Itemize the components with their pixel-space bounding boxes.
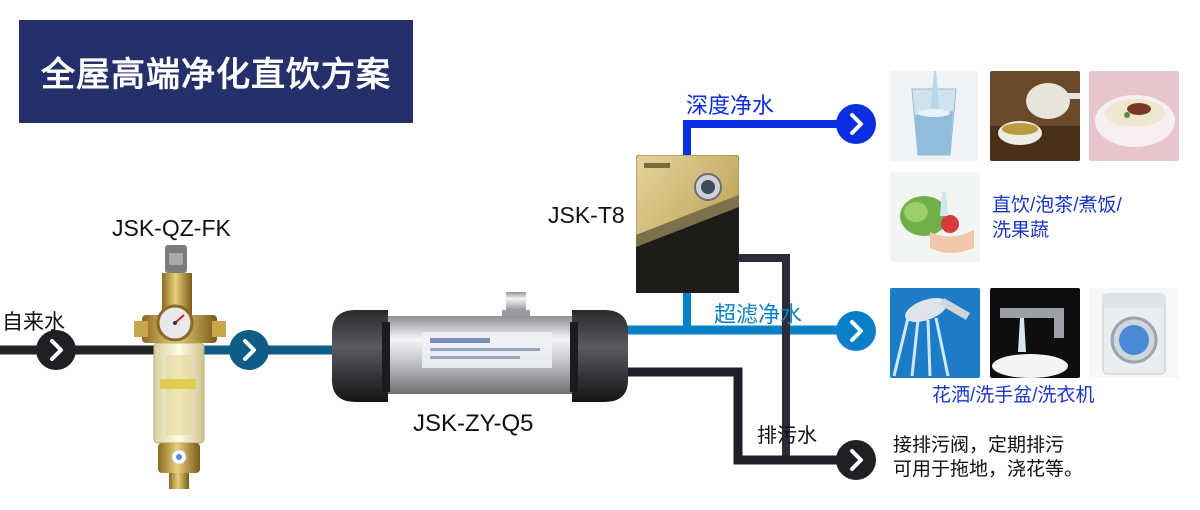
input-label: 自来水 (2, 311, 65, 334)
chevron-right-icon (36, 330, 76, 370)
purifier-model-label: JSK-T8 (548, 202, 625, 228)
ultra-uses-caption: 花洒/洗手盆/洗衣机 (932, 385, 1095, 406)
pressure-gauge-icon (156, 304, 194, 342)
photo-tea-set (990, 71, 1080, 161)
chevron-right-icon (836, 311, 876, 351)
deep-uses-line-1: 直饮/泡茶/煮饭/ (992, 195, 1122, 216)
prefilter-device (134, 245, 226, 489)
pipe-ultra-drain (620, 367, 845, 465)
photo-faucet-basin (990, 288, 1080, 378)
chevron-right-icon (836, 104, 876, 144)
ultrafilter-device (332, 292, 628, 402)
photo-washing-machine (1089, 288, 1179, 378)
chevron-right-icon (229, 330, 269, 370)
photo-washing-vegetables (890, 172, 980, 262)
photo-shower-head (890, 288, 980, 378)
deep-uses-line-2: 洗果蔬 (992, 220, 1050, 241)
page-title: 全屋高端净化直饮方案 (19, 20, 413, 123)
drain-water-label: 排污水 (757, 425, 817, 447)
pipe-deep-out (683, 120, 845, 160)
photo-congee-bowl (1089, 71, 1179, 161)
ultrafilter-model-label: JSK-ZY-Q5 (413, 410, 534, 437)
deep-water-label: 深度净水 (686, 93, 775, 118)
drain-note-line-2: 可用于拖地，浇花等。 (893, 459, 1084, 480)
ultra-water-label: 超滤净水 (714, 302, 803, 327)
photo-water-glass (890, 71, 978, 161)
prefilter-model-label: JSK-QZ-FK (112, 215, 231, 241)
drain-note-line-1: 接排污阀，定期排污 (893, 435, 1065, 456)
pipe-purifier-drain (735, 254, 790, 460)
chevron-right-icon (836, 440, 876, 480)
purifier-device (636, 155, 739, 293)
